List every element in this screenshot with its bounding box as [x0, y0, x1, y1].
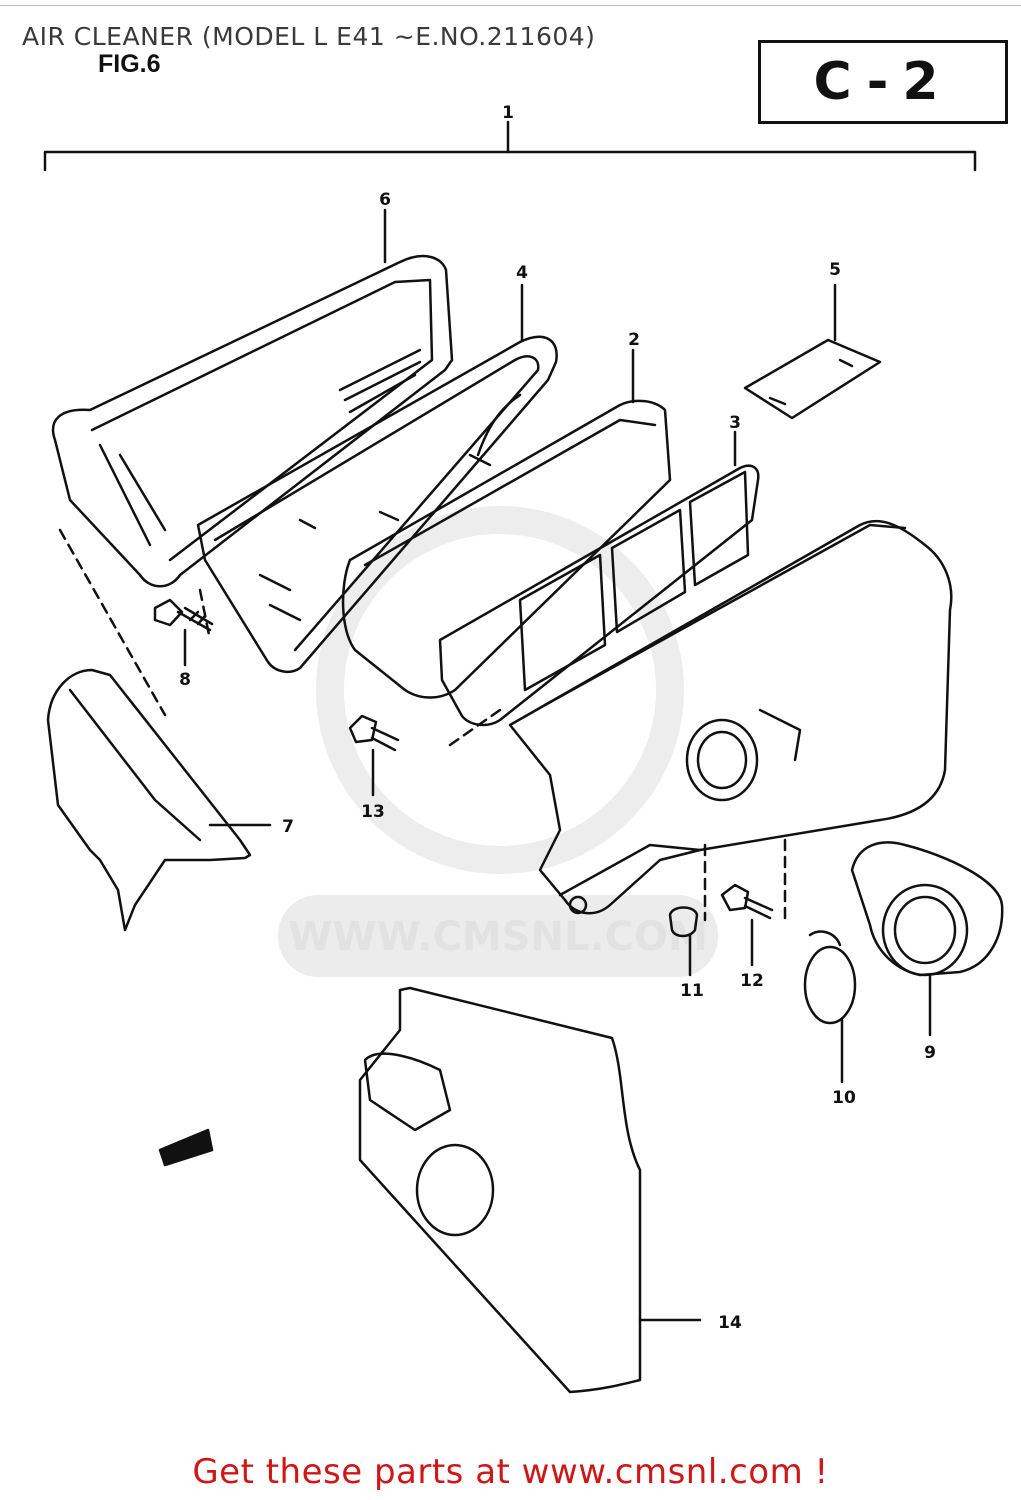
filter-cap	[803, 945, 857, 1025]
callout-4: 4	[516, 263, 528, 283]
case-intake-port-inner	[696, 730, 748, 790]
grid-frame-windows	[518, 470, 750, 692]
cover-sheet-flap	[363, 1052, 452, 1132]
screw-head	[153, 598, 184, 627]
case-top-edge	[543, 523, 907, 707]
front-direction-arrow-icon	[158, 1128, 214, 1167]
mounting-plate-slots	[768, 358, 854, 406]
bolt-thread	[370, 726, 400, 752]
filter-element-edge	[363, 418, 657, 567]
watermark-banner	[278, 895, 718, 977]
callout-8: 8	[179, 670, 191, 690]
filter-element	[341, 399, 672, 699]
get-parts-link[interactable]: Get these parts at www.cmsnl.com !	[192, 1452, 829, 1492]
callout-9: 9	[924, 1043, 936, 1063]
air-cleaner-case	[508, 519, 953, 915]
callout-10: 10	[832, 1088, 856, 1108]
callout-11: 11	[680, 981, 704, 1001]
grommet	[668, 906, 699, 938]
cover-sheet-hole	[415, 1143, 495, 1237]
gasket-frame	[196, 335, 558, 674]
callout-14: 14	[718, 1313, 742, 1333]
callout-13: 13	[361, 802, 385, 822]
screw-thread	[176, 606, 214, 632]
callout-6: 6	[379, 190, 391, 210]
callout-2: 2	[628, 330, 640, 350]
gasket-frame-inner	[213, 355, 540, 652]
intake-tube	[850, 841, 1004, 977]
callouts: 1 2 3 4 5 6 7 8 9 10 11 12 13 14	[179, 103, 936, 1333]
section-code-box: C-2	[758, 40, 1008, 124]
gasket-tabs	[258, 453, 492, 622]
intake-duct	[46, 668, 252, 932]
bolt-head	[348, 714, 378, 744]
top-divider	[0, 5, 1021, 6]
bolt-thread	[743, 896, 774, 920]
page-title: AIR CLEANER (MODEL L E41 ~E.NO.211604)	[22, 22, 596, 51]
intake-tube-mouth	[881, 883, 969, 977]
callout-1: 1	[502, 103, 514, 123]
callout-3: 3	[729, 413, 741, 433]
case-intake-port	[685, 718, 759, 802]
watermark-logo-ring	[316, 506, 684, 874]
case-bracket	[558, 843, 702, 897]
callout-7: 7	[282, 817, 294, 837]
intake-tube-mouth-inner	[893, 895, 957, 965]
grid-frame	[438, 464, 760, 727]
cover-frame	[51, 254, 454, 588]
watermark-text: WWW.CMSNL.COM	[288, 914, 708, 960]
callout-12: 12	[740, 971, 764, 991]
alignment-lines	[58, 528, 787, 927]
intake-duct-edge	[68, 688, 202, 842]
callout-5: 5	[829, 260, 841, 280]
cover-frame-ribs	[98, 348, 422, 547]
watermark: WWW.CMSNL.COM	[278, 506, 718, 977]
case-detail	[758, 708, 802, 762]
mounting-plate	[743, 338, 882, 420]
filter-cap-clip	[808, 930, 842, 947]
cover-frame-inner	[90, 278, 434, 562]
gasket-leader-curve	[476, 393, 522, 457]
case-bracket-hole	[568, 895, 588, 915]
cover-sheet	[358, 986, 642, 1394]
figure-label: FIG.6	[98, 50, 161, 78]
assembly-bracket	[43, 150, 977, 172]
